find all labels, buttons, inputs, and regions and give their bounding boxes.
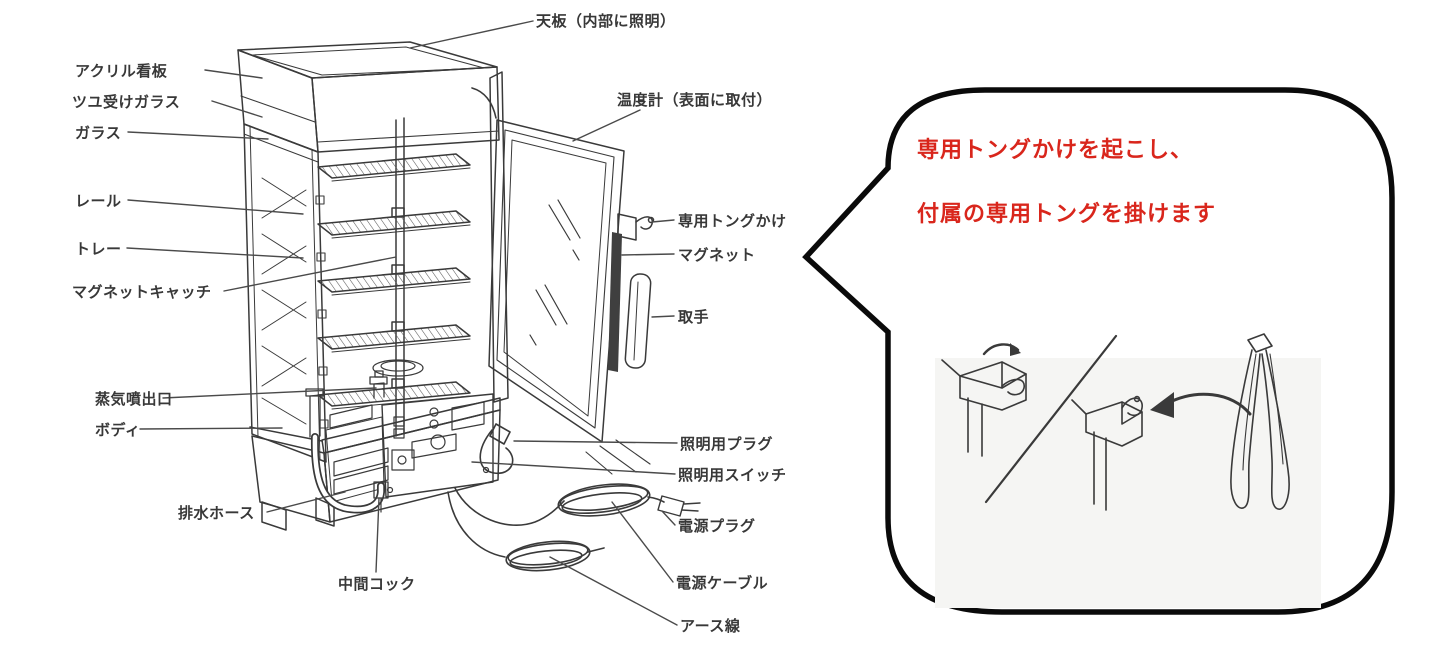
speech-bubble xyxy=(802,87,1395,615)
leader-rail xyxy=(127,199,304,215)
leader-tong-hook xyxy=(651,219,675,223)
label-handle: 取手 xyxy=(678,308,710,326)
label-tray: トレー xyxy=(75,240,122,258)
leader-thermometer xyxy=(572,109,641,142)
label-drain-hose: 排水ホース xyxy=(178,504,255,522)
label-power-cable: 電源ケーブル xyxy=(676,574,769,592)
door-attachments xyxy=(608,213,655,372)
leader-magnet xyxy=(621,253,675,256)
steam-outlet-pipe xyxy=(369,370,388,399)
magnet-catches xyxy=(315,195,329,429)
leader-steam-outlet xyxy=(162,387,377,399)
tong-hook-illustration xyxy=(935,333,1321,608)
tong-hook-shape xyxy=(617,213,655,241)
divider-slash xyxy=(984,334,1118,504)
label-glass: ガラス xyxy=(75,124,122,142)
glass-door xyxy=(488,119,651,475)
glass-shine xyxy=(529,199,581,346)
base-unit xyxy=(249,397,501,531)
label-steam-outlet: 蒸気噴出口 xyxy=(95,390,173,408)
label-middle-cock: 中間コック xyxy=(338,575,416,593)
lighting-plug-cord xyxy=(471,87,514,474)
control-panel xyxy=(381,393,494,498)
label-light-plug: 照明用プラグ xyxy=(680,435,774,453)
wire-shelves xyxy=(317,153,471,410)
leader-drain-hose xyxy=(266,491,346,513)
front-right-column xyxy=(489,71,509,403)
curved-arrow xyxy=(1150,392,1252,418)
leader-light-plug xyxy=(513,440,678,444)
label-earth-wire: アース線 xyxy=(680,617,741,635)
leader-handle xyxy=(651,315,675,318)
glass-side-panel xyxy=(243,123,327,463)
label-tong-hook: 専用トングかけ xyxy=(678,212,787,230)
label-acrylic-sign: アクリル看板 xyxy=(75,62,168,80)
label-light-switch: 照明用スイッチ xyxy=(678,466,787,484)
earth-wire-coil xyxy=(505,540,591,572)
label-thermometer: 温度計（表面に取付） xyxy=(617,91,773,109)
label-drip-glass: ツユ受けガラス xyxy=(72,93,181,111)
label-rail: レール xyxy=(75,192,122,210)
power-cable-coil xyxy=(557,483,651,517)
cabinet-drawing xyxy=(237,41,701,572)
label-magnet-catch: マグネットキャッチ xyxy=(72,283,212,301)
leader-power-plug xyxy=(661,510,676,526)
power-plug-shape xyxy=(657,495,701,517)
leader-light-switch xyxy=(471,461,676,475)
label-body: ボディ xyxy=(95,421,141,439)
label-top-panel: 天板（内部に照明） xyxy=(536,12,676,30)
top-panel-face xyxy=(237,41,498,79)
leader-lines xyxy=(126,20,678,626)
leader-middle-cock xyxy=(375,497,380,573)
handle-shape xyxy=(624,273,652,369)
steam-dish xyxy=(372,359,424,377)
leader-body xyxy=(139,427,283,430)
tongs-figure xyxy=(1230,333,1290,510)
side-pipe xyxy=(305,388,324,438)
leader-drip-glass xyxy=(211,100,263,118)
hook-raised-figure xyxy=(1071,395,1143,511)
magnet-strip xyxy=(608,232,622,372)
leader-top-panel xyxy=(409,20,534,49)
leader-magnet-catch xyxy=(223,256,397,292)
leader-power-cable xyxy=(611,501,674,583)
leader-tray xyxy=(126,247,304,259)
leader-glass xyxy=(127,131,269,140)
leader-acrylic-sign xyxy=(204,69,263,79)
hook-folded-figure xyxy=(941,343,1027,457)
callout-text-line2: 付属の専用トングを掛けます xyxy=(917,202,1217,227)
label-magnet: マグネット xyxy=(678,246,756,264)
power-cords xyxy=(447,483,701,572)
callout-text-line1: 専用トングかけを起こし、 xyxy=(917,138,1194,163)
label-power-plug: 電源プラグ xyxy=(678,517,756,535)
leader-earth-wire xyxy=(549,556,678,626)
